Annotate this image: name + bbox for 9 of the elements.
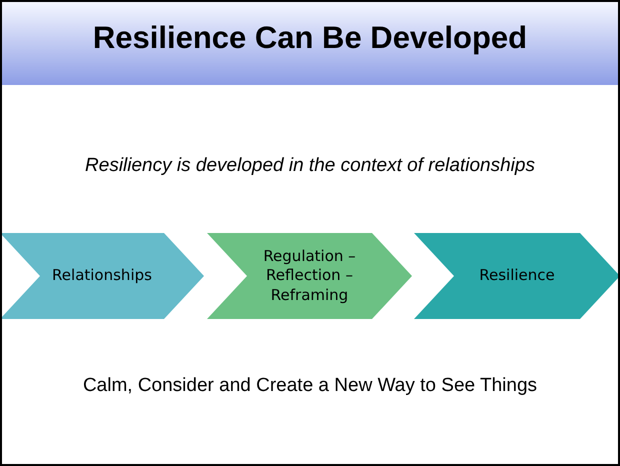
subtitle-text: Resiliency is developed in the context of relationships <box>84 155 536 177</box>
slide-title: Resilience Can Be Developed <box>92 20 528 56</box>
chevron-step <box>2 233 204 319</box>
step-label: Relationships <box>51 265 153 286</box>
chevron-step <box>414 233 618 319</box>
chevron-step <box>207 233 412 319</box>
step-label: Regulation – Reflection – Reframing <box>262 246 357 306</box>
body-text: Calm, Consider and Create a New Way to See Things <box>82 375 538 397</box>
step-label: Resilience <box>478 265 556 286</box>
